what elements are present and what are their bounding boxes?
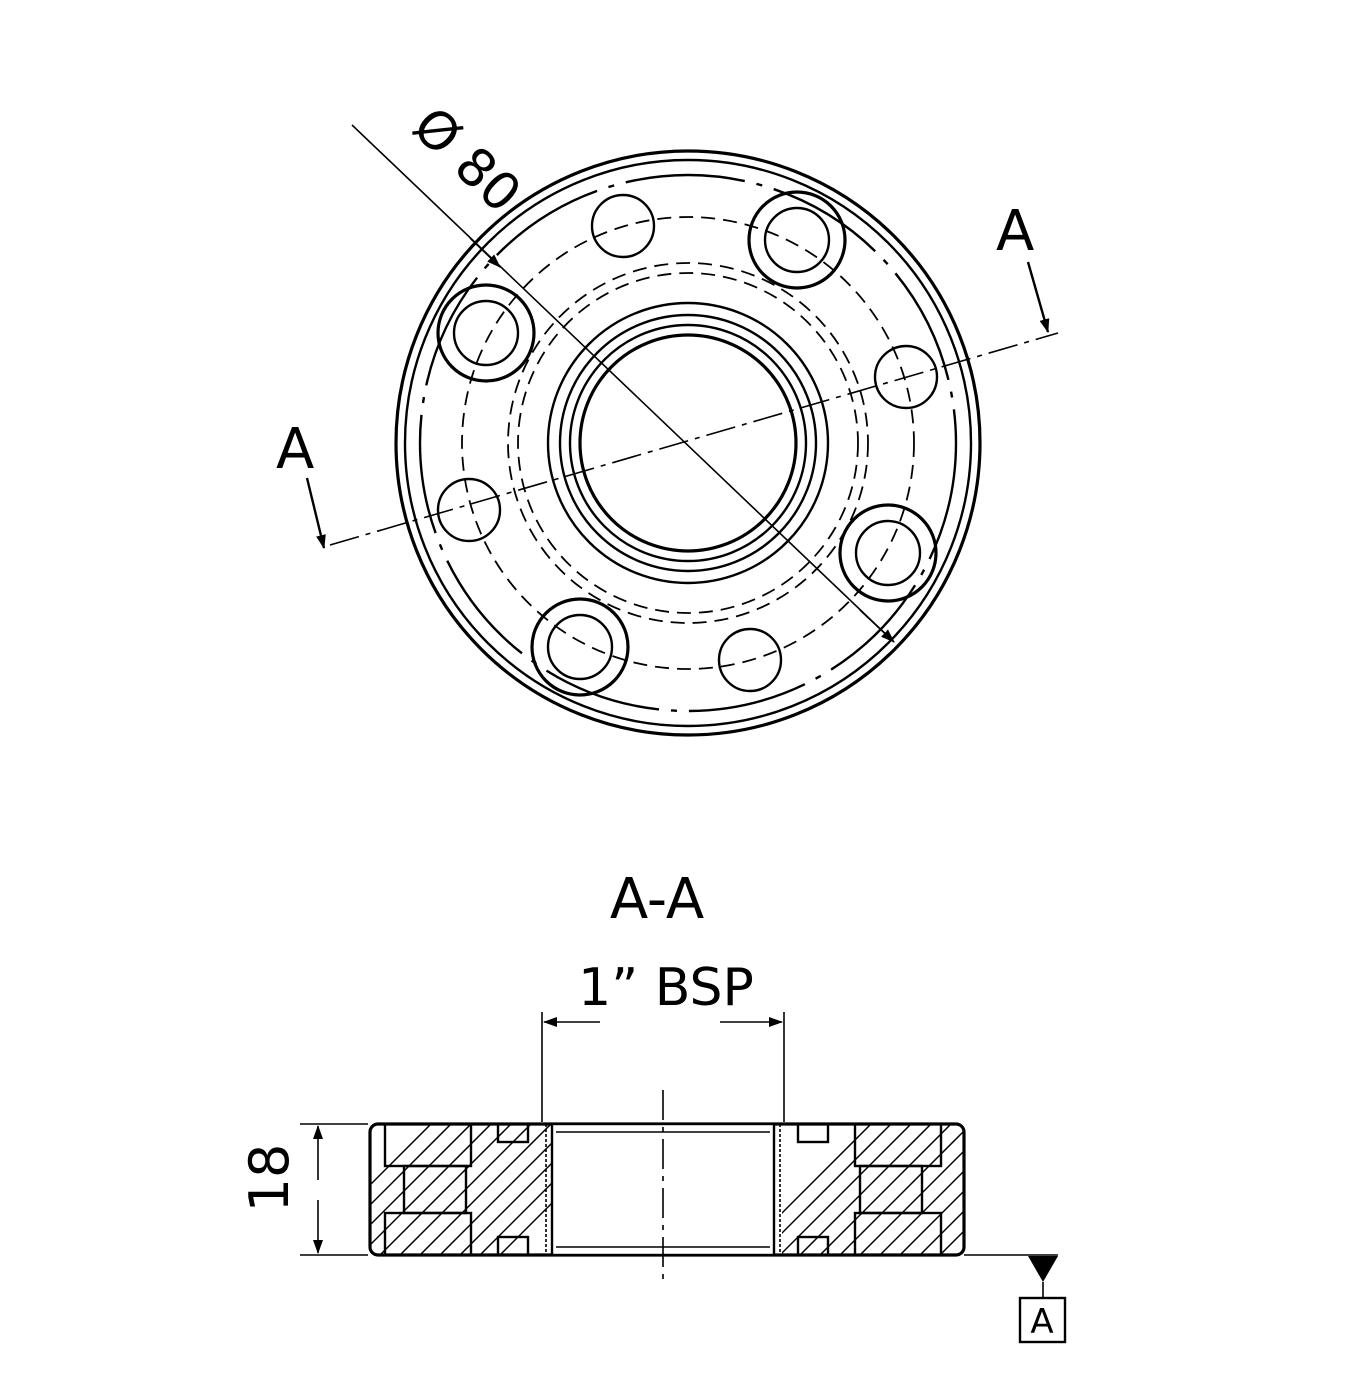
plain-hole xyxy=(436,477,502,543)
counterbore-void-left-bottom xyxy=(383,1211,473,1257)
groove-void-left-bottom xyxy=(496,1235,530,1257)
counterbored-hole xyxy=(436,283,536,383)
flange-outer-chamfer xyxy=(403,158,973,728)
groove-void-right-top xyxy=(796,1122,830,1144)
counterbore-void-right-bottom xyxy=(853,1211,943,1257)
section-title: A-A xyxy=(610,867,704,932)
datum-label: A xyxy=(1030,1302,1053,1342)
hole-void-right xyxy=(858,1164,924,1215)
plan-view: Ø 80 A A xyxy=(276,96,1059,737)
plain-hole xyxy=(717,627,783,693)
hub-step xyxy=(558,313,818,573)
bore-thread-outer xyxy=(568,323,808,563)
section-arrow-right xyxy=(1026,261,1050,333)
groove-void-left-top xyxy=(496,1122,530,1144)
plain-hole xyxy=(590,193,656,259)
section-marker-left: A xyxy=(276,417,314,482)
thread-label: 1” BSP xyxy=(578,958,754,1018)
hub-outer xyxy=(546,301,830,585)
hatch-right xyxy=(782,1124,964,1255)
diameter-arrow-upper xyxy=(469,237,501,268)
flange-inner-rim xyxy=(418,173,958,713)
diameter-label: Ø 80 xyxy=(401,96,532,225)
bore-inner xyxy=(578,333,798,553)
section-arrow-left xyxy=(305,477,326,549)
counterbore-void-left-top xyxy=(383,1122,473,1168)
counterbore-void-right-top xyxy=(853,1122,943,1168)
section-marker-right: A xyxy=(996,199,1034,264)
inner-groove-inner xyxy=(517,272,859,614)
height-label: 18 xyxy=(238,1144,301,1213)
datum-box xyxy=(1018,1296,1067,1344)
diameter-leader xyxy=(351,124,895,643)
counterbored-hole xyxy=(838,503,938,603)
plain-hole xyxy=(873,344,939,410)
counterbored-hole xyxy=(747,190,847,290)
bolt-pitch-circle xyxy=(461,216,915,670)
datum-triangle xyxy=(1028,1256,1058,1282)
diameter-arrow-lower xyxy=(859,609,895,643)
counterbored-hole xyxy=(530,597,630,697)
hatch-left xyxy=(370,1124,552,1255)
hole-void-left xyxy=(402,1164,468,1215)
groove-void-right-bottom xyxy=(796,1235,830,1257)
inner-groove-outer xyxy=(507,262,869,624)
section-view: A-A 1” BSP xyxy=(238,867,1067,1344)
section-line xyxy=(329,332,1059,546)
flange-outer-edge xyxy=(394,149,982,737)
